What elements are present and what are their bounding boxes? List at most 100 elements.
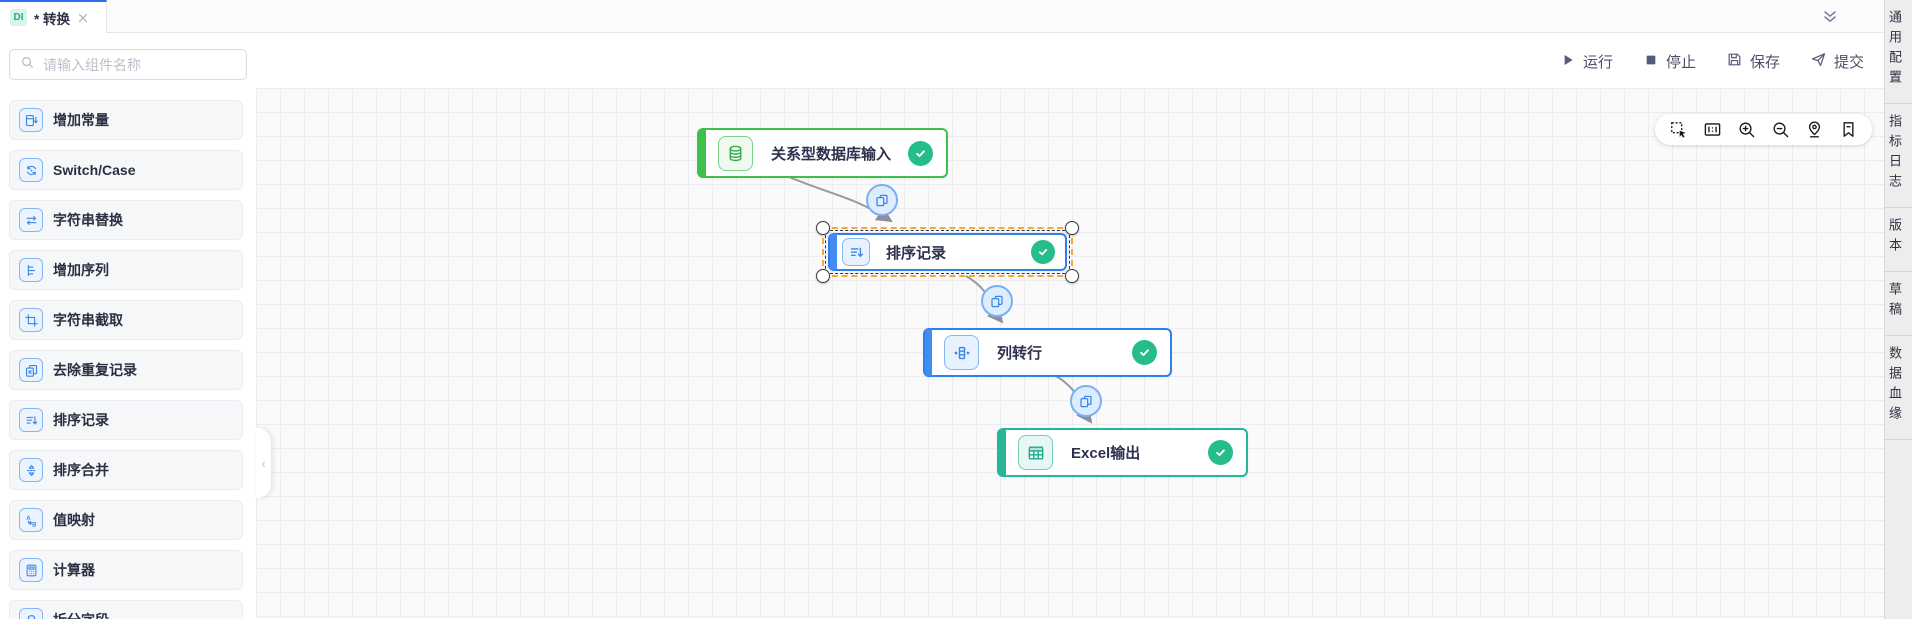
marquee-select-icon[interactable] <box>1669 120 1688 139</box>
success-check-icon <box>908 140 933 166</box>
stop-icon <box>1643 52 1659 72</box>
component-label: 排序合并 <box>53 462 109 478</box>
canvas-header: 运行 停止 保存 提交 <box>0 33 1884 88</box>
panel-collapse-handle[interactable]: ‹ <box>256 428 271 498</box>
switch-case-icon <box>19 158 43 182</box>
sort-merge-icon <box>19 458 43 482</box>
component-label: 值映射 <box>53 512 95 528</box>
success-check-icon <box>1208 440 1233 465</box>
node-excel-output[interactable]: Excel输出 <box>997 428 1248 477</box>
component-label: 拆分字段 <box>53 610 109 619</box>
search-icon <box>20 55 35 75</box>
add-sequence-icon <box>19 258 43 282</box>
run-label: 运行 <box>1582 54 1613 71</box>
component-item-string-cut[interactable]: 字符串截取 <box>9 300 243 340</box>
component-item-dedupe-records[interactable]: 去除重复记录 <box>9 350 243 390</box>
string-replace-icon <box>19 208 43 232</box>
component-item-split-field[interactable]: 拆分字段 <box>9 600 243 619</box>
sort-records-icon <box>842 238 870 266</box>
node-color-bar <box>999 429 1006 476</box>
chevron-left-icon: ‹ <box>261 455 266 471</box>
node-color-bar <box>699 129 706 177</box>
canvas-toolbar <box>1655 114 1872 145</box>
node-database-input[interactable]: 关系型数据库输入 <box>697 128 948 178</box>
resize-handle[interactable] <box>1065 269 1079 283</box>
submit-button[interactable]: 提交 <box>1810 51 1864 72</box>
rail-item-versions[interactable]: 版本 <box>1885 208 1912 272</box>
component-item-string-replace[interactable]: 字符串替换 <box>9 200 243 240</box>
copy-icon[interactable] <box>981 285 1013 317</box>
double-chevron-down-icon[interactable] <box>1820 7 1840 27</box>
save-button[interactable]: 保存 <box>1726 51 1780 72</box>
tab-transform[interactable]: DI * 转换 <box>0 0 107 33</box>
component-label: 排序记录 <box>53 412 109 428</box>
component-label: 计算器 <box>53 562 95 578</box>
component-label: 字符串截取 <box>53 312 123 328</box>
rail-item-metric-logs[interactable]: 指标日志 <box>1885 104 1912 208</box>
database-icon <box>718 135 753 171</box>
resize-handle[interactable] <box>816 269 830 283</box>
rail-item-drafts[interactable]: 草稿 <box>1885 272 1912 336</box>
svg-text:B: B <box>32 522 36 528</box>
split-field-icon <box>19 608 43 619</box>
node-color-bar <box>925 329 932 376</box>
component-item-add-sequence[interactable]: 增加序列 <box>9 250 243 290</box>
sort-records-icon <box>19 408 43 432</box>
component-label: Switch/Case <box>53 162 136 178</box>
dedupe-records-icon <box>19 358 43 382</box>
node-column-to-row[interactable]: 列转行 <box>923 328 1172 377</box>
stop-label: 停止 <box>1665 54 1696 71</box>
resize-handle[interactable] <box>1065 221 1079 235</box>
node-label: 排序记录 <box>886 244 947 262</box>
calculator-icon <box>19 558 43 582</box>
success-check-icon <box>1132 340 1157 365</box>
component-label: 增加序列 <box>53 262 109 278</box>
right-rail: 通用配置 指标日志 版本 草稿 数据血缘 <box>1884 0 1912 619</box>
zoom-out-icon[interactable] <box>1771 120 1790 139</box>
run-button[interactable]: 运行 <box>1560 51 1613 72</box>
action-toolbar: 运行 停止 保存 提交 <box>1560 51 1864 72</box>
component-item-switch-case[interactable]: Switch/Case <box>9 150 243 190</box>
component-label: 增加常量 <box>53 112 109 128</box>
component-item-sort-merge[interactable]: 排序合并 <box>9 450 243 490</box>
node-label: Excel输出 <box>1071 445 1141 462</box>
save-label: 保存 <box>1749 54 1780 71</box>
component-label: 字符串替换 <box>53 212 123 228</box>
play-icon <box>1560 52 1576 72</box>
node-sort-records[interactable]: 排序记录 <box>828 233 1067 271</box>
locate-icon[interactable] <box>1805 120 1824 139</box>
string-cut-icon <box>19 308 43 332</box>
close-icon[interactable] <box>77 12 89 24</box>
tab-title: * 转换 <box>34 11 71 27</box>
save-icon <box>1726 51 1743 72</box>
component-item-sort-records[interactable]: 排序记录 <box>9 400 243 440</box>
success-check-icon <box>1031 240 1055 264</box>
rail-item-data-lineage[interactable]: 数据血缘 <box>1885 336 1912 440</box>
stop-button[interactable]: 停止 <box>1643 51 1696 72</box>
bookmark-icon[interactable] <box>1839 120 1858 139</box>
resize-handle[interactable] <box>816 221 830 235</box>
add-constant-icon <box>19 108 43 132</box>
copy-icon[interactable] <box>1070 385 1102 417</box>
search-input[interactable] <box>43 56 236 73</box>
rail-item-general-config[interactable]: 通用配置 <box>1885 0 1912 104</box>
excel-table-icon <box>1018 435 1053 470</box>
node-selection-frame: 排序记录 <box>816 221 1079 283</box>
paper-plane-icon <box>1810 51 1827 72</box>
submit-label: 提交 <box>1833 54 1864 71</box>
component-list: 增加常量 Switch/Case 字符串替换 增加序列 字符串截取 去除重复记录 <box>9 100 243 619</box>
component-item-add-constant[interactable]: 增加常量 <box>9 100 243 140</box>
minimap-icon[interactable] <box>1703 120 1722 139</box>
copy-icon[interactable] <box>866 184 898 216</box>
di-badge: DI <box>10 9 27 26</box>
node-label: 关系型数据库输入 <box>771 145 892 163</box>
component-item-calculator[interactable]: 计算器 <box>9 550 243 590</box>
node-color-bar <box>830 234 837 270</box>
component-search[interactable] <box>9 49 247 80</box>
zoom-in-icon[interactable] <box>1737 120 1756 139</box>
column-to-row-icon <box>944 335 979 370</box>
component-label: 去除重复记录 <box>53 362 137 378</box>
